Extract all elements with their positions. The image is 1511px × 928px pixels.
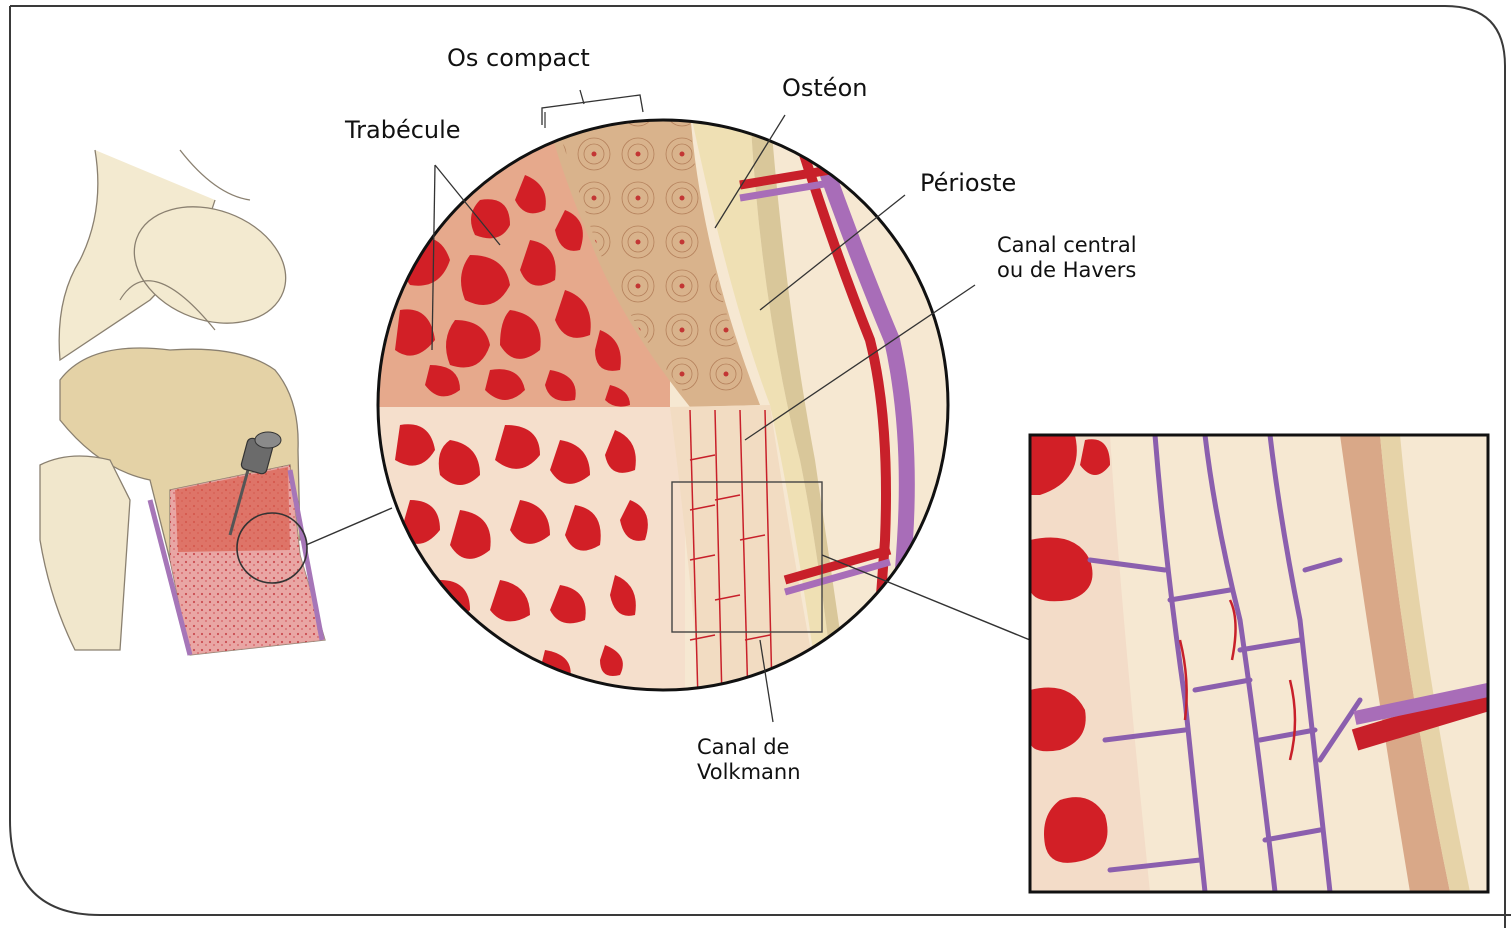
- knee-joint-illustration: [40, 150, 392, 665]
- zoom-inset: [1030, 435, 1488, 892]
- label-osteon: Ostéon: [782, 74, 867, 103]
- label-canal-central: Canal central ou de Havers: [997, 233, 1137, 283]
- label-perioste: Périoste: [920, 169, 1016, 198]
- label-trabecule: Trabécule: [345, 116, 461, 145]
- label-canal-volkmann: Canal de Volkmann: [697, 735, 801, 785]
- magnified-bone-section: [370, 110, 970, 707]
- label-os-compact: Os compact: [447, 44, 590, 73]
